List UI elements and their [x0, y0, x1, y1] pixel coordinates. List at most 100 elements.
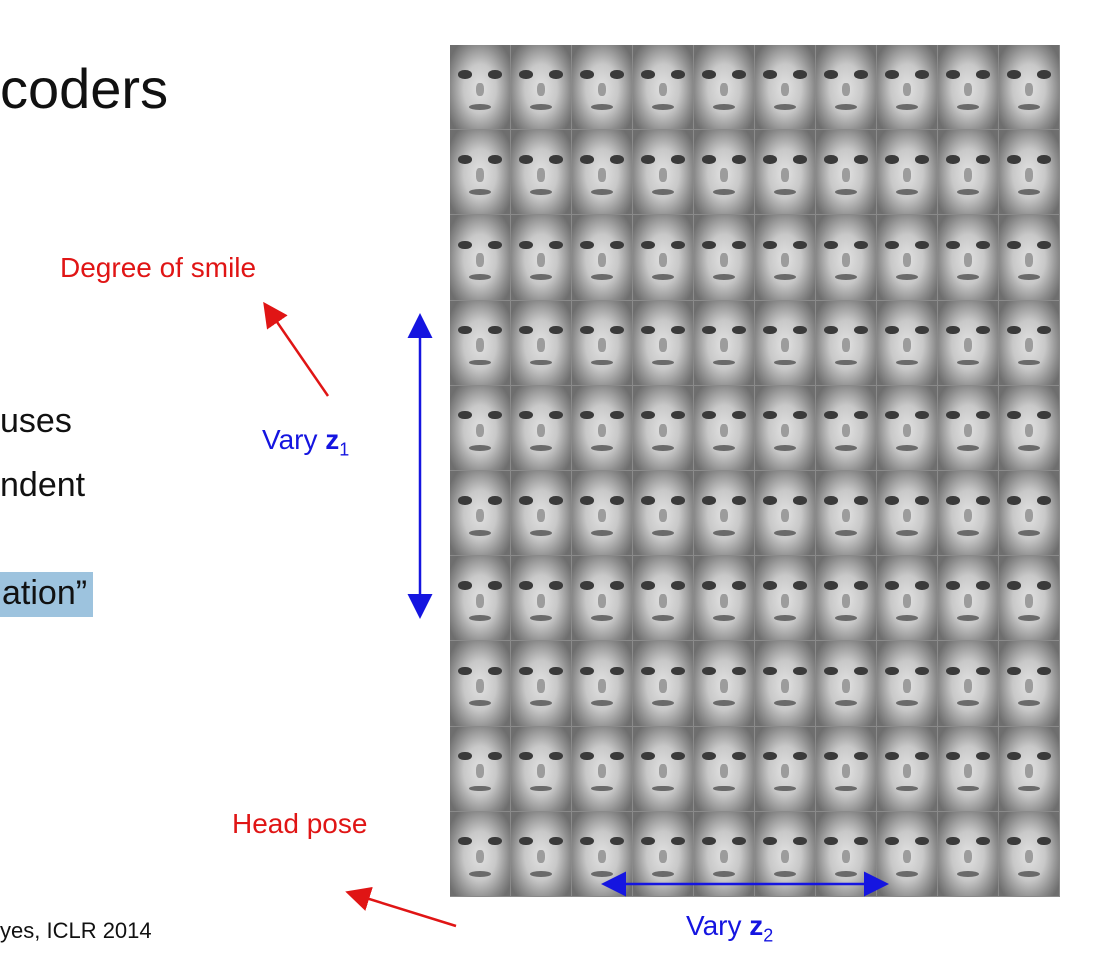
face-eye: [702, 411, 716, 420]
face-mouth: [652, 103, 674, 110]
face-eye: [915, 666, 929, 676]
face-eye: [580, 325, 594, 335]
face-mouth: [774, 274, 796, 281]
face-mouth: [774, 103, 796, 110]
face-eye: [915, 581, 929, 590]
face-image: [938, 470, 999, 557]
face-eye: [732, 155, 746, 164]
face-nose: [1025, 423, 1033, 438]
face-nose: [476, 338, 484, 352]
face-nose: [1025, 764, 1033, 778]
face-eye: [1007, 496, 1021, 505]
face-image: [694, 300, 755, 386]
face-eye: [580, 837, 594, 846]
face-nose: [476, 764, 484, 778]
face-nose: [903, 508, 911, 523]
body-text-line-1: uses: [0, 402, 72, 440]
face-eye: [458, 240, 472, 250]
face-eye: [519, 325, 533, 335]
face-eye: [641, 155, 655, 164]
face-mouth: [957, 444, 979, 451]
face-eye: [458, 581, 472, 590]
face-nose: [476, 849, 484, 864]
face-image: [755, 385, 816, 471]
face-image: [511, 300, 572, 386]
face-mouth: [896, 700, 918, 707]
face-nose: [537, 253, 545, 267]
face-image: [572, 556, 633, 642]
face-mouth: [1018, 785, 1040, 792]
face-nose: [964, 82, 972, 97]
face-mouth: [469, 189, 491, 196]
face-nose: [720, 338, 728, 352]
face-mouth: [774, 615, 796, 622]
face-image: [938, 726, 999, 812]
face-eye: [763, 155, 777, 164]
face-nose: [659, 594, 667, 608]
face-mouth: [896, 529, 918, 536]
face-eye: [519, 666, 533, 676]
face-image: [938, 811, 999, 897]
face-nose: [537, 594, 545, 608]
face-nose: [598, 423, 606, 438]
face-eye: [488, 837, 502, 846]
face-mouth: [652, 274, 674, 281]
face-nose: [659, 508, 667, 523]
degree-of-smile-label: Degree of smile: [60, 252, 257, 283]
face-mouth: [469, 274, 491, 281]
face-mouth: [652, 189, 674, 196]
face-nose: [659, 849, 667, 864]
face-image: [816, 556, 877, 642]
face-eye: [488, 325, 502, 335]
face-eye: [702, 155, 716, 164]
face-nose: [781, 168, 789, 182]
face-nose: [598, 764, 606, 778]
face-eye: [519, 496, 533, 505]
face-nose: [1025, 849, 1033, 864]
face-image: [572, 130, 633, 216]
face-mouth: [530, 529, 552, 536]
face-eye: [793, 837, 807, 846]
face-eye: [854, 581, 868, 590]
face-eye: [946, 325, 960, 335]
face-eye: [763, 70, 777, 79]
face-eye: [885, 666, 899, 676]
face-eye: [1037, 325, 1051, 335]
highlighted-text: ation”: [0, 572, 94, 617]
face-image: [999, 470, 1060, 557]
face-image: [694, 556, 755, 642]
face-eye: [1007, 581, 1021, 590]
face-nose: [781, 423, 789, 438]
face-eye: [702, 325, 716, 335]
face-image: [938, 215, 999, 301]
face-eye: [915, 751, 929, 761]
face-image: [877, 726, 938, 812]
face-nose: [903, 594, 911, 608]
face-image: [755, 45, 816, 131]
face-nose: [1025, 253, 1033, 267]
face-mouth: [469, 870, 491, 877]
head-pose-arrow: [345, 887, 457, 928]
face-image: [633, 300, 694, 386]
face-image: [633, 45, 694, 131]
face-nose: [781, 594, 789, 608]
face-eye: [976, 581, 990, 590]
face-mouth: [896, 274, 918, 281]
face-eye: [915, 496, 929, 505]
face-eye: [641, 240, 655, 250]
face-mouth: [896, 189, 918, 196]
face-eye: [824, 496, 838, 505]
face-mouth: [469, 700, 491, 707]
face-image: [572, 385, 633, 471]
face-image: [816, 641, 877, 727]
face-nose: [659, 168, 667, 182]
face-nose: [720, 168, 728, 182]
face-eye: [1007, 837, 1021, 846]
face-nose: [903, 423, 911, 438]
face-eye: [610, 837, 624, 846]
face-nose: [903, 338, 911, 352]
face-eye: [488, 581, 502, 590]
face-eye: [824, 70, 838, 79]
face-eye: [976, 496, 990, 505]
face-eye: [885, 155, 899, 164]
